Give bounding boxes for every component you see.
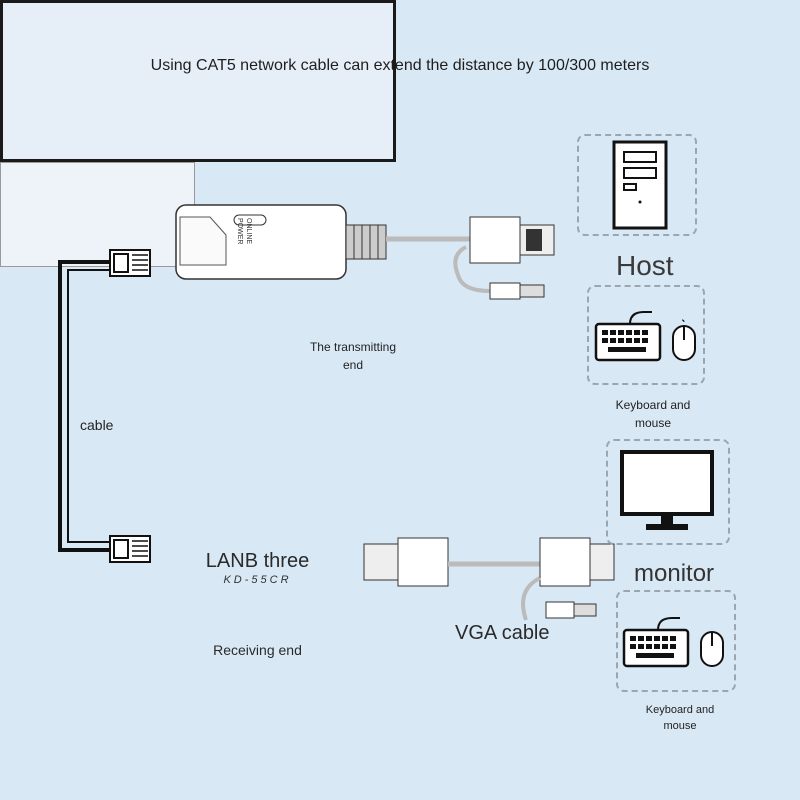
- host-label: Host: [616, 250, 674, 281]
- receiver-name: LANB three: [205, 550, 310, 572]
- receiver-frame: [0, 162, 195, 267]
- kbm-top-line2: mouse: [634, 416, 672, 430]
- receiver-model: KD-55CR: [223, 574, 292, 586]
- keyboard-bottom-icon: [622, 617, 690, 668]
- transmitter-caption-line1: The transmitting: [309, 340, 397, 354]
- vga-cable-icon: [363, 537, 615, 621]
- transmitter-caption: The transmitting end: [303, 338, 403, 374]
- power-led-label: POWER: [236, 218, 243, 245]
- diagram-title: Using CAT5 network cable can extend the …: [150, 57, 650, 74]
- transmitter-caption-line2: end: [342, 358, 364, 372]
- host-frame: [577, 134, 697, 236]
- vga-cable-label: VGA cable: [455, 622, 550, 644]
- rj45-plug-top-icon: [109, 249, 151, 277]
- kbm-bottom-line1: Keyboard and: [645, 704, 715, 716]
- online-led-label: ONLINE: [245, 218, 252, 245]
- kbm-bottom-caption: Keyboard and mouse: [630, 702, 730, 734]
- pc-tower-icon: [612, 140, 668, 230]
- monitor-icon: [620, 450, 714, 530]
- kbm-bottom-frame: [616, 590, 736, 692]
- monitor-label: monitor: [634, 560, 715, 587]
- cable-label: cable: [80, 417, 114, 433]
- keyboard-top-icon: [594, 311, 662, 362]
- kbm-bottom-line2: mouse: [663, 720, 697, 732]
- mouse-top-icon: [672, 319, 696, 361]
- kbm-top-line1: Keyboard and: [615, 398, 691, 412]
- kbm-top-caption: Keyboard and mouse: [603, 396, 703, 432]
- transmitter-device-icon: [175, 204, 555, 300]
- monitor-frame: [606, 439, 730, 545]
- rj45-plug-bottom-icon: [109, 535, 151, 563]
- receiver-caption: Receiving end: [213, 642, 302, 658]
- mouse-bottom-icon: [700, 631, 724, 667]
- kbm-top-frame: [587, 285, 705, 385]
- transmitter-frame: [0, 0, 396, 162]
